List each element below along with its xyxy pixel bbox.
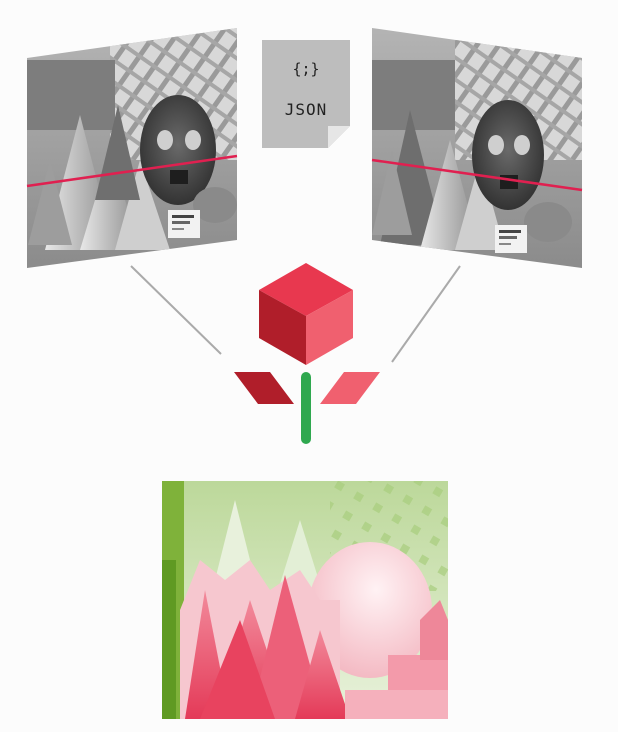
cube-top-face <box>259 263 353 316</box>
connector-left <box>130 265 222 355</box>
epipolar-line-left <box>26 154 238 188</box>
connector-right <box>391 265 461 363</box>
leaf-left <box>234 372 294 404</box>
disparity-map <box>162 481 448 719</box>
left-stereo-image <box>26 28 238 268</box>
json-document: {;} JSON <box>262 40 350 148</box>
json-label: JSON <box>284 100 328 119</box>
cube-flower-logo <box>234 263 380 444</box>
json-braces-label: {;} <box>292 60 320 78</box>
leaf-right <box>320 372 380 404</box>
cube-left-face <box>259 290 306 365</box>
stem <box>301 372 311 444</box>
json-document-icon <box>262 40 350 148</box>
cube-right-face <box>306 290 353 365</box>
right-stereo-image <box>371 28 583 268</box>
epipolar-line-right <box>371 158 583 192</box>
